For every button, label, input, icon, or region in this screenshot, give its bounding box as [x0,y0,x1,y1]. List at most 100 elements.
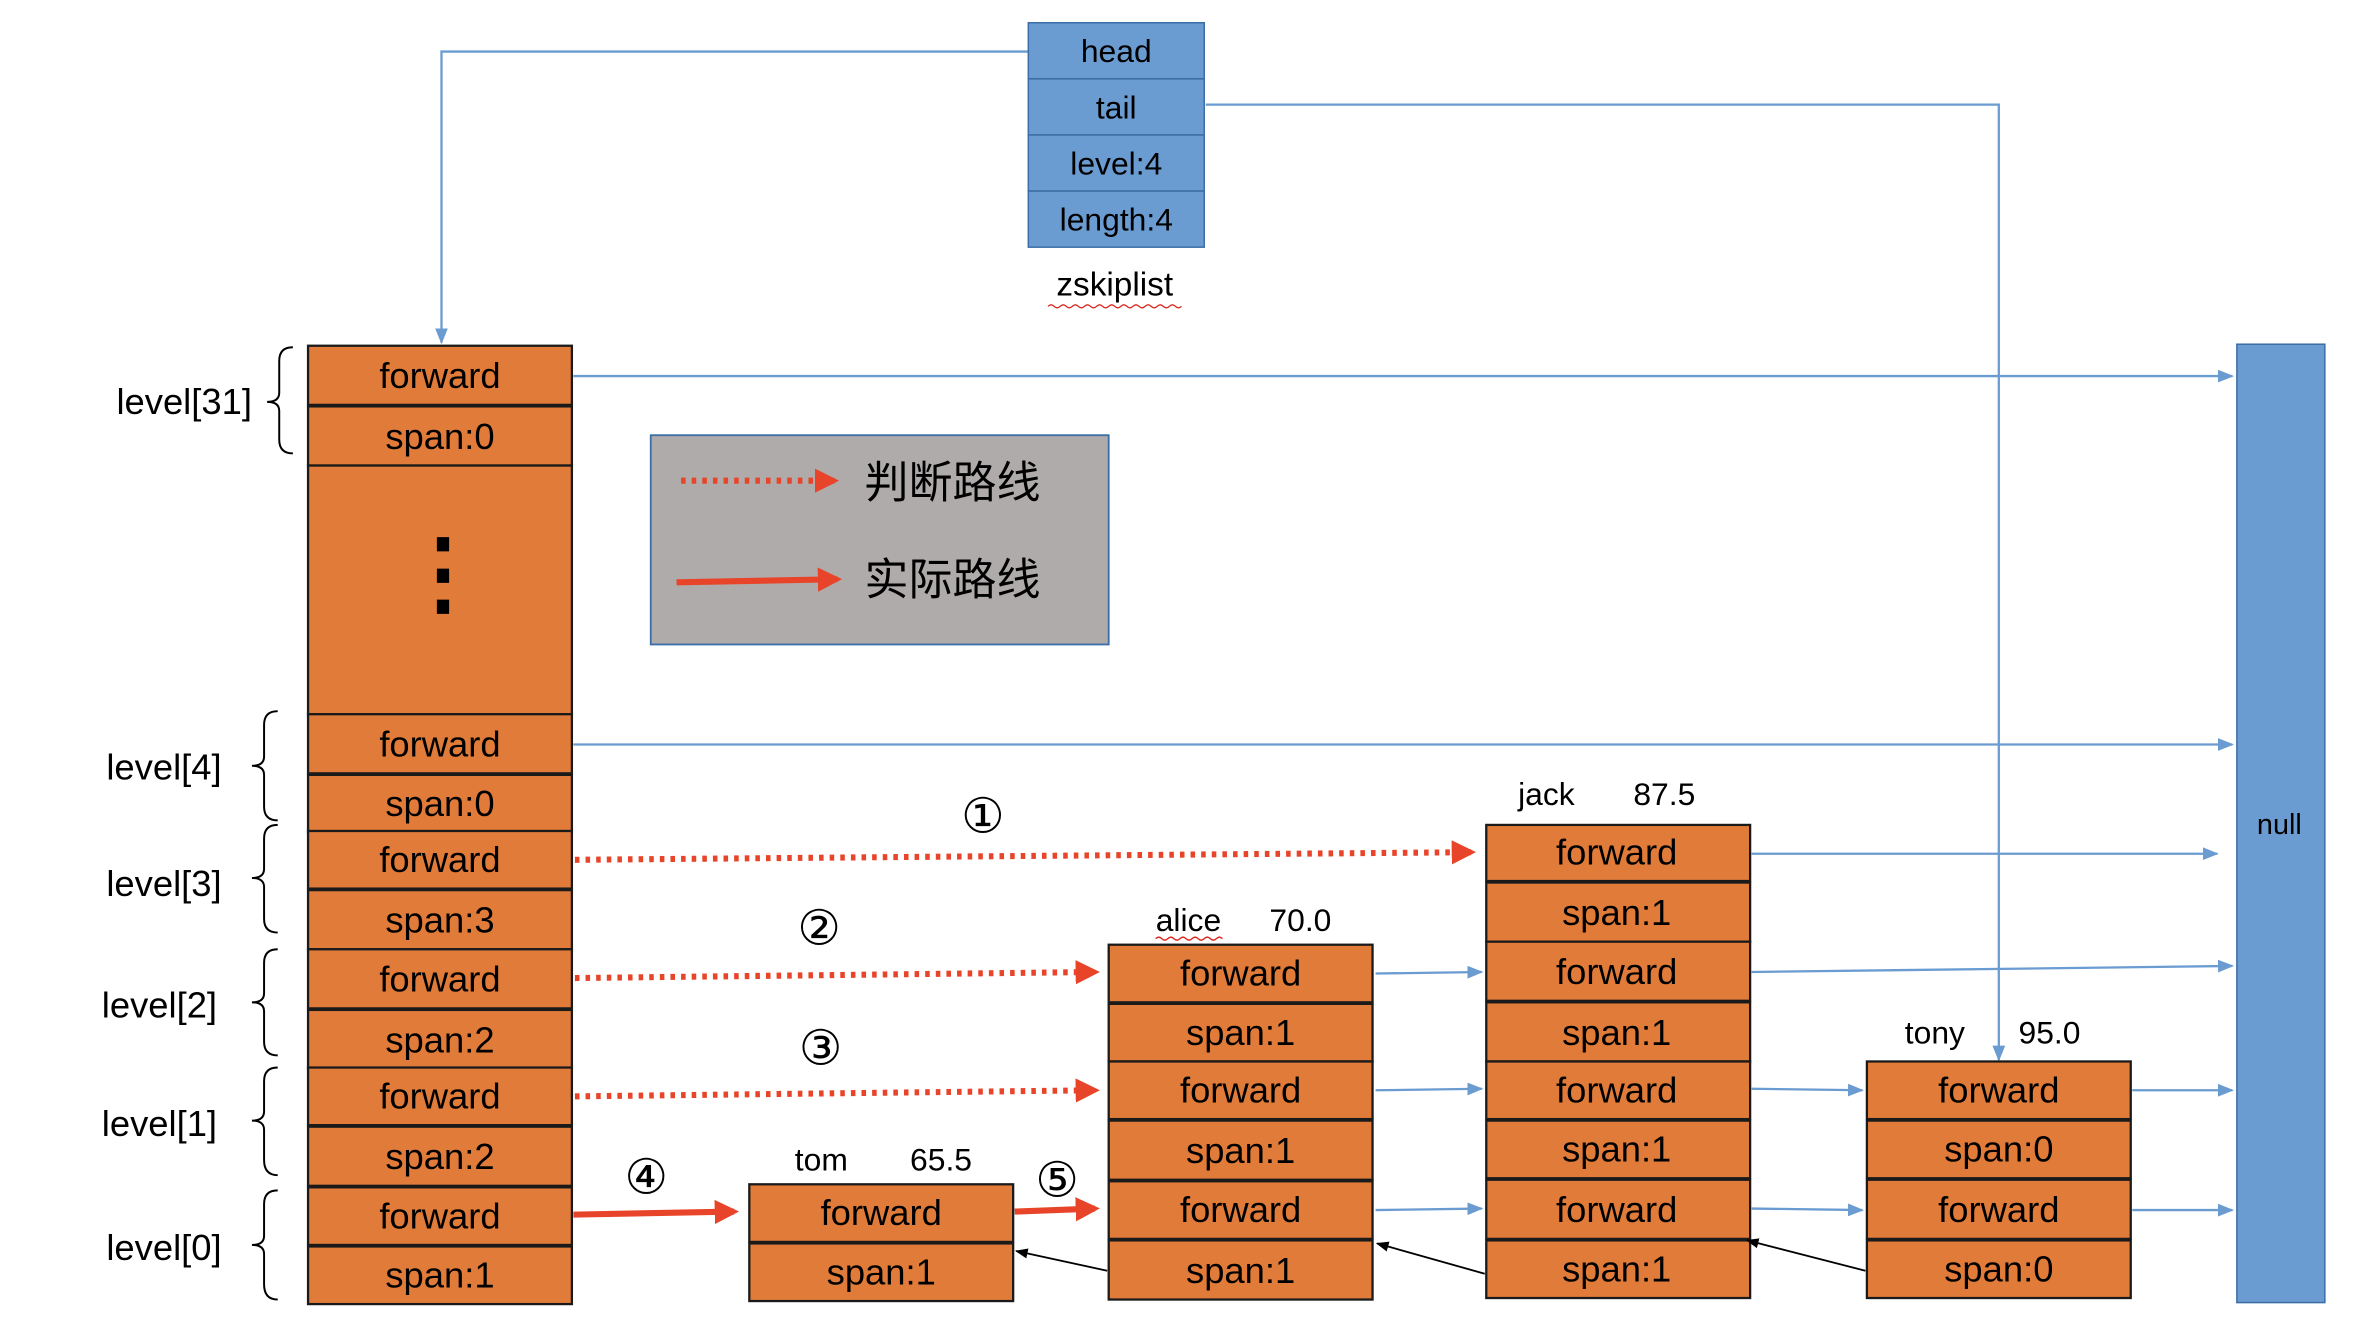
header-level2-forward-text: forward [379,959,500,1000]
header-level1-span-text: span:2 [385,1136,494,1177]
level3-brace-icon [251,823,278,934]
level1-label: level[1] [102,1103,217,1144]
step-marker-1: ① [961,789,1005,843]
alice-level0-forward-text: forward [1180,1189,1301,1230]
tony-backward-line [1745,1238,1866,1272]
header-level3-span-text: span:3 [385,900,494,941]
header-level1-forward-cell [306,1066,574,1127]
zskiplist-head-field: head [1081,33,1152,69]
node-tom: tom 65.5 forward span:1 [748,1142,1015,1303]
jack-member: jack [1517,776,1575,812]
legend-solid-arrow-icon [676,567,843,592]
jack-level2-span-cell [1485,1001,1752,1063]
zskiplist-label: zskiplist [1056,267,1174,304]
zskiplist-field-box [1027,134,1205,192]
null-label: null [2257,809,2302,841]
alice-level2-span-text: span:1 [1186,1012,1295,1053]
zskiplist-tail-field: tail [1096,89,1137,125]
level4-brace-icon [251,710,278,822]
node-alice: alice 70.0 forward span:1 forward span:1… [1107,902,1374,1301]
header-level4-span-cell [306,773,574,834]
zskiplist-level-field: level:4 [1070,145,1162,181]
header-level2-span-text: span:2 [385,1019,494,1060]
zskiplist-length-field: length:4 [1060,201,1173,237]
tony-level0-forward-cell [1865,1178,2132,1241]
tom-level0-forward-text: forward [821,1192,942,1233]
routes [573,840,1476,1225]
alice-level0-forward-cell [1107,1180,1374,1241]
legend: 判断路线 实际路线 [649,434,1110,646]
head-pointer-line [435,50,1029,345]
tony-score: 95.0 [2019,1014,2081,1050]
header-level31-forward-text: forward [379,355,500,396]
alice-level1-span-text: span:1 [1186,1130,1295,1171]
tony-level1-span-text: span:0 [1944,1129,2053,1170]
jack-level1-span-cell [1485,1119,1752,1180]
alice-level2-forward-text: forward [1180,953,1301,994]
actual-route-5 [1014,1197,1100,1222]
node-tony: tony 95.0 forward span:0 forward span:0 [1865,1014,2132,1300]
tom-level0-forward-cell [748,1183,1015,1244]
tony-level1-span-cell [1865,1119,2132,1180]
alice-score: 70.0 [1269,902,1331,938]
judge-route-2 [574,960,1100,985]
alice-member: alice [1156,902,1221,938]
jack-level1-forward-cell [1485,1060,1752,1121]
header-level3-forward-text: forward [379,839,500,880]
header-level4-span-text: span:0 [385,783,494,824]
level2-label: level[2] [102,984,217,1025]
tom-score: 65.5 [910,1142,972,1178]
header-level3-forward-cell [306,829,574,890]
step-marker-5: ⑤ [1035,1153,1079,1207]
header-level31-span-text: span:0 [385,416,494,457]
header-level4-forward-cell [306,713,574,775]
zskiplist-field-box [1027,21,1205,80]
tail-pointer-line [1205,103,2006,1062]
jack-level2-span-text: span:1 [1562,1012,1671,1053]
jack-level1-forward-text: forward [1556,1069,1677,1110]
tom-level0-span-text: span:1 [827,1251,936,1292]
alice-level1-forward-text: forward [1180,1069,1301,1110]
spellcheck-squiggle [1047,304,1182,309]
tony-level0-forward-text: forward [1938,1189,2059,1230]
header-level1-forward-text: forward [379,1075,500,1116]
header-level31-span-cell [306,405,574,467]
step-marker-2: ② [797,902,841,956]
step-markers: ① ② ③ ④ ⑤ [624,789,1078,1207]
level31-brace-icon [267,346,293,455]
jack-level2-forward-cell [1485,940,1752,1002]
null-box [2236,343,2326,1304]
jack-level0-to-tony [1751,1203,1864,1217]
header-ellipsis-cell [306,464,574,716]
level-braces [251,346,293,1301]
level0-label: level[0] [106,1227,221,1268]
judge-route-3 [574,1078,1100,1103]
header-level1-span-cell [306,1125,574,1187]
alice-level2-span-cell [1107,1002,1374,1063]
actual-route-4 [573,1199,740,1225]
header-level0-span-cell [306,1245,574,1306]
header-level31-forward-cell [306,344,574,407]
zskiplist-field-box [1027,190,1205,248]
alice-backward-line [1014,1248,1108,1272]
level31-label: level[31] [116,381,251,422]
zskiplist-struct: head tail level:4 length:4 zskiplist [1027,21,1205,309]
header-level0-forward-cell [306,1186,574,1247]
jack-level2-to-null [1751,959,2234,974]
level1-brace-icon [251,1066,278,1177]
header-level4-forward-text: forward [379,724,500,765]
jack-level0-forward-cell [1485,1178,1752,1241]
alice-level1-forward-cell [1107,1060,1374,1121]
node-jack: jack 87.5 forward span:1 forward span:1 … [1485,776,1752,1300]
alice-level1-to-jack [1375,1082,1484,1096]
jack-score: 87.5 [1633,776,1695,812]
tom-member: tom [795,1142,848,1178]
alice-level0-to-jack [1375,1202,1484,1216]
step-marker-4: ④ [624,1150,668,1204]
legend-box [649,434,1110,646]
header-level0-forward-text: forward [379,1195,500,1236]
level4-label: level[4] [106,746,221,787]
legend-judge-label: 判断路线 [865,458,1041,507]
level-labels: level[31] level[4] level[3] level[2] lev… [102,381,252,1268]
